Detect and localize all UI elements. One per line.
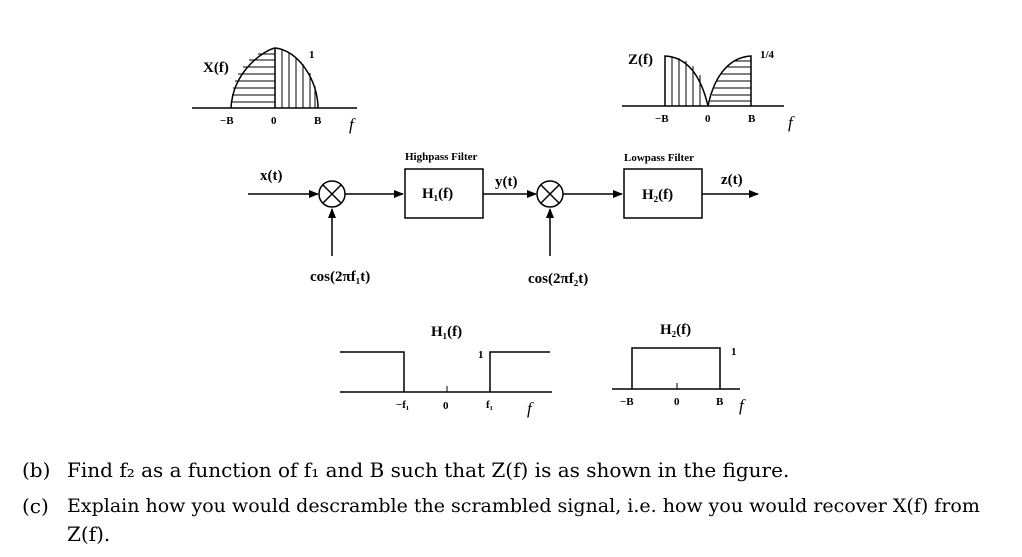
h1-response-tick-f1: f₁ — [486, 399, 493, 411]
z-spectrum-tick-zero: 0 — [705, 113, 711, 125]
z-spectrum — [622, 55, 784, 107]
output-signal-label: z(t) — [721, 172, 743, 188]
lowpass-filter-title: Lowpass Filter — [624, 152, 694, 164]
input-signal-label: x(t) — [260, 168, 283, 184]
z-spectrum-hatch-right — [710, 60, 751, 102]
x-spectrum — [192, 47, 357, 109]
question-b-label: (b) — [22, 458, 51, 482]
question-c-text-line2: Z(f). — [67, 522, 111, 546]
h2-response — [612, 347, 740, 390]
z-spectrum-curve-right — [707, 55, 752, 107]
x-spectrum-peak-label: 1 — [309, 49, 315, 61]
x-spectrum-axis-label: f — [349, 115, 356, 134]
h2-response-band — [631, 347, 721, 389]
z-spectrum-curve-left — [664, 55, 709, 107]
h1-response-left-band — [340, 351, 405, 392]
h2-response-tick-b: B — [716, 396, 724, 408]
x-spectrum-tick-neg-b: −B — [220, 115, 234, 127]
carrier1-label: cos(2πf₁t) — [310, 269, 370, 285]
h2-response-one-label: 1 — [731, 346, 737, 358]
h1-response-right-band — [489, 351, 550, 392]
h1-response-tick-zero: 0 — [443, 400, 449, 412]
x-spectrum-tick-b: B — [314, 115, 322, 127]
question-c-text-line1: Explain how you would descramble the scr… — [67, 495, 980, 517]
carrier2-label: cos(2πf₂t) — [528, 271, 588, 287]
mid-signal-label: y(t) — [495, 174, 518, 190]
system-diagram: X(f) 1 −B 0 B f Z(f) 1/4 −B 0 B f — [192, 47, 795, 418]
x-spectrum-hatch-right — [281, 50, 316, 108]
x-spectrum-hatch-left — [231, 53, 275, 103]
question-b-text: Find f₂ as a function of f₁ and B such t… — [67, 458, 790, 482]
h1-response — [340, 351, 552, 393]
highpass-filter-title: Highpass Filter — [405, 151, 478, 163]
z-spectrum-hatch-left — [671, 57, 701, 106]
h1-response-one-label: 1 — [478, 349, 484, 361]
x-spectrum-title: X(f) — [203, 60, 229, 76]
question-c-label: (c) — [22, 494, 49, 518]
z-spectrum-peak-label: 1/4 — [760, 49, 775, 61]
h2-response-axis-label: f — [739, 396, 746, 415]
h1-response-title: H₁(f) — [431, 324, 462, 340]
z-spectrum-axis-label: f — [788, 113, 795, 132]
h2-response-title: H₂(f) — [660, 322, 691, 338]
lowpass-filter-label: H₂(f) — [642, 187, 673, 203]
h2-response-tick-neg-b: −B — [620, 396, 634, 408]
h2-response-tick-zero: 0 — [674, 396, 680, 408]
z-spectrum-title: Z(f) — [628, 52, 653, 68]
h1-response-axis-label: f — [527, 399, 534, 418]
z-spectrum-tick-b: B — [748, 113, 756, 125]
x-spectrum-tick-zero: 0 — [271, 115, 277, 127]
highpass-filter-label: H₁(f) — [422, 186, 453, 202]
signal-path — [248, 168, 759, 256]
h1-response-tick-neg-f1: −f₁ — [396, 399, 409, 411]
z-spectrum-tick-neg-b: −B — [655, 113, 669, 125]
